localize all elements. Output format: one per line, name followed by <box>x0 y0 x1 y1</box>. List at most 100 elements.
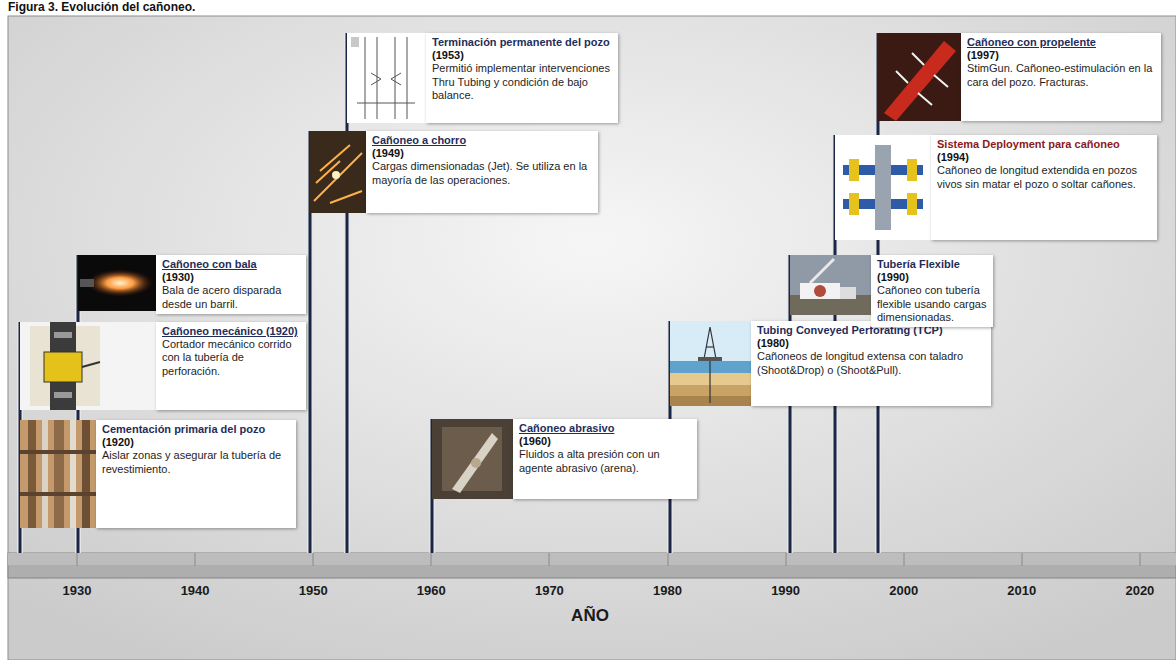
event-heading: Cementación primaria del pozo <box>102 423 291 436</box>
event-year: (1930) <box>162 271 301 284</box>
tcp-schematic <box>670 321 751 406</box>
event-card: Terminación permanente del pozo(1953)Per… <box>426 33 618 123</box>
time-axis-band-part-part <box>77 553 78 566</box>
coiled-tubing-photo-part <box>840 287 856 299</box>
axis-year: 1960 <box>406 583 456 598</box>
time-axis-band-part-part <box>1022 553 1023 566</box>
event-year: (1980) <box>757 337 986 350</box>
cementing-photo-part <box>20 492 96 496</box>
deployment-system-drawing <box>835 135 931 240</box>
propellant-gun-photo-part-part <box>918 93 932 105</box>
cementing-photo <box>20 420 96 528</box>
jet-perforating-photo-part-part <box>320 145 350 171</box>
event-marker-lines-part <box>20 33 878 553</box>
axis-year: 1930 <box>52 583 102 598</box>
propellant-gun-photo <box>878 33 961 121</box>
permanent-completion-sketch-part-part <box>395 37 396 119</box>
time-axis-band-part-part <box>668 553 669 566</box>
coiled-tubing-photo-part <box>814 285 826 297</box>
axis-year: 2020 <box>1115 583 1165 598</box>
event-heading: Cañoneo mecánico (1920) <box>162 325 301 338</box>
propellant-gun-photo-part <box>896 53 948 105</box>
event-heading: Terminación permanente del pozo <box>432 36 613 49</box>
axis-year: 2000 <box>879 583 929 598</box>
axis-year: 1990 <box>761 583 811 598</box>
permanent-completion-sketch-part-part <box>391 73 401 85</box>
cementing-photo-part <box>20 420 96 528</box>
mechanical-cutter-photo-part <box>30 326 100 406</box>
time-axis-band-part-part <box>431 553 432 566</box>
event-description: Cargas dimensionadas (Jet). Se utiliza e… <box>372 160 593 186</box>
event-year: (1960) <box>519 435 692 448</box>
mechanical-cutter-photo-part <box>54 392 72 398</box>
permanent-completion-sketch-part <box>357 37 415 119</box>
cementing-photo-part <box>20 450 96 454</box>
axis-year: 1970 <box>524 583 574 598</box>
abrasive-perforating-photo <box>432 419 513 499</box>
jet-perforating-photo <box>310 131 366 213</box>
propellant-gun-photo-part-part <box>896 71 908 83</box>
event-card: Cañoneo con propelente(1997)StimGun. Cañ… <box>961 33 1161 121</box>
event-card: Cañoneo con bala(1930)Bala de acero disp… <box>156 255 306 314</box>
event-marker-lines <box>20 33 878 553</box>
bullet-gun-photo-part <box>80 279 94 287</box>
abrasive-perforating-photo-part <box>432 419 513 499</box>
tcp-schematic-part-part <box>709 359 710 403</box>
bullet-gun-photo-part <box>78 255 156 311</box>
deployment-system-drawing-part <box>875 145 891 230</box>
event-card: Cementación primaria del pozo(1920)Aisla… <box>96 420 296 528</box>
permanent-completion-sketch-part-part <box>365 37 366 119</box>
event-year: (1949) <box>372 147 593 160</box>
event-heading: Cañoneo a chorro <box>372 134 593 147</box>
bullet-gun-photo <box>78 255 156 311</box>
time-axis-band-part-part <box>904 553 905 566</box>
axis-year: 1950 <box>288 583 338 598</box>
event-description: Cortador mecánico corrido con la tubería… <box>162 338 301 378</box>
tcp-schematic-part-part <box>704 327 716 359</box>
event-description: Aislar zonas y asegurar la tubería de re… <box>102 449 291 475</box>
deployment-system-drawing-part <box>849 193 859 215</box>
propellant-gun-photo-part-part <box>912 53 924 65</box>
mechanical-cutter-photo-part <box>54 332 72 338</box>
time-axis-band-part-part <box>549 553 550 566</box>
tcp-schematic-part <box>698 357 722 361</box>
abrasive-perforating-photo-part <box>471 458 481 468</box>
time-axis-band-part <box>8 553 1176 578</box>
event-year: (1994) <box>937 151 1152 164</box>
axis-title: AÑO <box>550 606 630 626</box>
axis-year: 2010 <box>997 583 1047 598</box>
jet-perforating-photo-part-part <box>316 161 340 183</box>
coiled-tubing-photo-part <box>810 259 834 283</box>
jet-perforating-photo-part <box>310 131 366 213</box>
jet-perforating-photo-part <box>314 145 362 203</box>
deployment-system-drawing-part <box>907 159 917 181</box>
jet-perforating-photo-part <box>332 171 340 179</box>
mechanical-cutter-photo-part <box>82 362 100 367</box>
propellant-gun-photo-part-part <box>934 75 948 87</box>
event-heading: Sistema Deployment para cañoneo <box>937 138 1152 151</box>
event-card: Cañoneo mecánico (1920)Cortador mecánico… <box>156 322 306 410</box>
time-axis-band-part-part <box>313 553 314 566</box>
event-description: Cañoneos de longitud extensa con taladro… <box>757 350 986 376</box>
event-heading: Cañoneo con bala <box>162 258 301 271</box>
mechanical-cutter-photo-part <box>44 352 82 382</box>
axis-year: 1980 <box>643 583 693 598</box>
mechanical-cutter-photo-part <box>20 322 156 410</box>
axis-year: 1940 <box>170 583 220 598</box>
event-description: Bala de acero disparada desde un barril. <box>162 284 301 310</box>
event-card: Sistema Deployment para cañoneo(1994)Cañ… <box>931 135 1157 240</box>
event-heading: Cañoneo abrasivo <box>519 422 692 435</box>
event-heading: Cañoneo con propelente <box>967 36 1156 49</box>
cementing-photo-part <box>28 420 36 528</box>
time-axis-band-part-part <box>786 553 787 566</box>
cementing-photo-part <box>70 420 76 528</box>
time-axis-band-part-part <box>195 553 196 566</box>
cementing-photo-part <box>82 420 90 528</box>
event-card: Cañoneo a chorro(1949)Cargas dimensionad… <box>366 131 598 213</box>
time-axis-band <box>8 553 1176 578</box>
tcp-schematic-part-part <box>706 346 714 347</box>
event-year: (1997) <box>967 49 1156 62</box>
event-year: (1920) <box>102 436 291 449</box>
deployment-system-drawing-part <box>907 193 917 215</box>
event-description: Cañoneo con tubería flexible usando carg… <box>877 284 988 324</box>
